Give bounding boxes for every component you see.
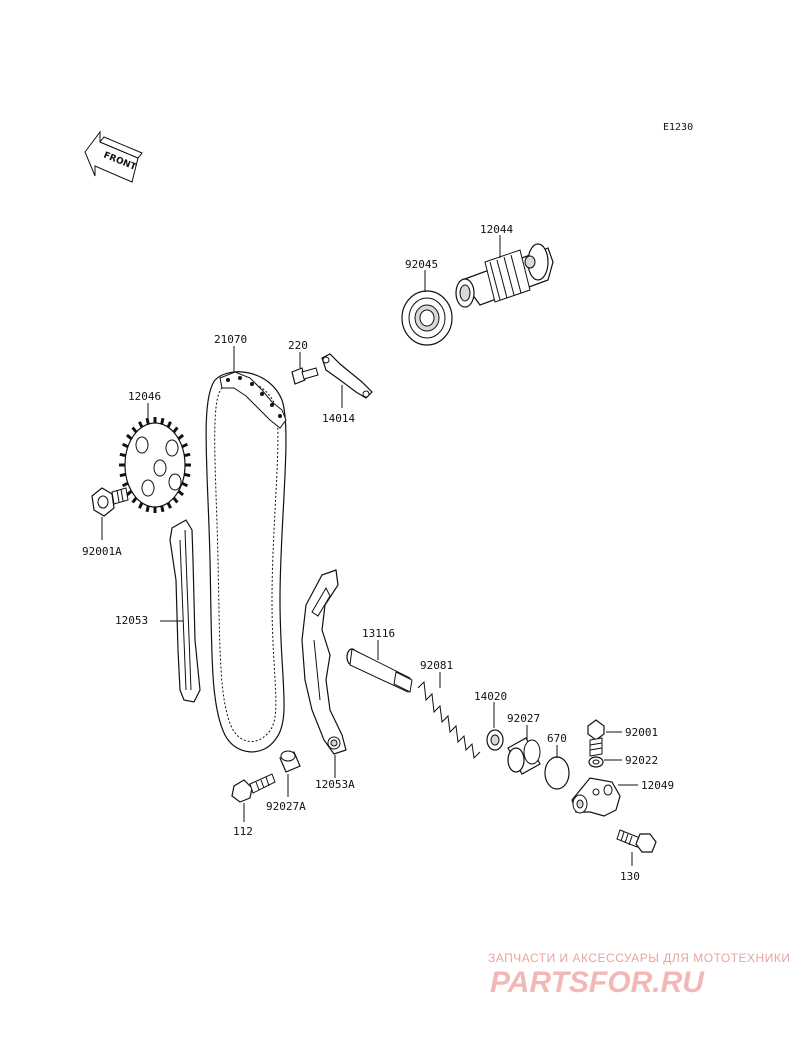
sprocket-tooth bbox=[160, 417, 165, 425]
sprocket-tooth bbox=[160, 505, 165, 513]
sprocket-tooth bbox=[125, 490, 133, 497]
label-14014: 14014 bbox=[322, 412, 355, 425]
label-21070: 21070 bbox=[214, 333, 247, 346]
bolt-92001-part bbox=[587, 719, 605, 757]
sprocket-tooth bbox=[172, 426, 179, 434]
sprocket-tooth bbox=[138, 421, 144, 428]
o-ring-part bbox=[544, 756, 570, 790]
label-14020: 14020 bbox=[474, 690, 507, 703]
label-12053: 12053 bbox=[115, 614, 148, 627]
pushrod-part bbox=[346, 648, 413, 693]
camshaft-part bbox=[455, 243, 554, 308]
sprocket-tooth bbox=[166, 421, 172, 428]
sprocket-tooth bbox=[119, 472, 127, 478]
sprocket-part bbox=[119, 417, 191, 513]
sprocket-tooth bbox=[181, 442, 189, 449]
sprocket-tooth bbox=[183, 472, 191, 478]
label-92027a: 92027A bbox=[266, 800, 306, 813]
sprocket-tooth bbox=[131, 496, 138, 504]
sprocket-tooth bbox=[125, 433, 133, 440]
sprocket-tooth bbox=[121, 442, 129, 449]
label-12053a: 12053A bbox=[315, 778, 355, 791]
cam-chain-part bbox=[205, 371, 287, 753]
sprocket-tooth bbox=[121, 481, 129, 488]
tensioner-body-part bbox=[571, 777, 621, 817]
collar-part bbox=[507, 737, 541, 775]
label-92081: 92081 bbox=[420, 659, 453, 672]
sprocket-tooth bbox=[181, 481, 189, 488]
diagram-code: E1230 bbox=[663, 122, 693, 133]
sprocket-tooth bbox=[183, 452, 191, 458]
label-92027: 92027 bbox=[507, 712, 540, 725]
label-220: 220 bbox=[288, 339, 308, 352]
label-92001a: 92001A bbox=[82, 545, 122, 558]
sprocket-tooth bbox=[119, 452, 127, 458]
label-130: 130 bbox=[620, 870, 640, 883]
ratchet-part bbox=[486, 729, 504, 751]
sprocket-tooth bbox=[172, 496, 179, 504]
tensioner-guide-part bbox=[301, 569, 347, 755]
label-13116: 13116 bbox=[362, 627, 395, 640]
bolt-220-part bbox=[291, 367, 319, 385]
chain-guide-part bbox=[169, 519, 201, 703]
bolt-130-part bbox=[616, 829, 657, 853]
watermark-brand: PARTSFOR.RU bbox=[490, 966, 705, 999]
sprocket-tooth bbox=[131, 426, 138, 434]
label-12044: 12044 bbox=[480, 223, 513, 236]
sprocket-tooth bbox=[166, 502, 172, 509]
label-670: 670 bbox=[547, 732, 567, 745]
label-12049: 12049 bbox=[641, 779, 674, 792]
label-112: 112 bbox=[233, 825, 253, 838]
label-92022: 92022 bbox=[625, 754, 658, 767]
washer-part bbox=[588, 756, 604, 768]
watermark-tagline: ЗАПЧАСТИ И АКСЕССУАРЫ ДЛЯ МОТОТЕХНИКИ bbox=[488, 951, 790, 965]
front-arrow-icon: FRONT bbox=[84, 130, 143, 183]
bolt-112-part bbox=[231, 773, 276, 803]
label-12046: 12046 bbox=[128, 390, 161, 403]
spring-part bbox=[417, 680, 481, 760]
collar-92027a-part bbox=[279, 750, 301, 773]
bolt-92001a-part bbox=[91, 487, 129, 517]
sprocket-tooth bbox=[138, 502, 144, 509]
bearing-part bbox=[401, 290, 453, 346]
label-92001: 92001 bbox=[625, 726, 658, 739]
sprocket-tooth bbox=[177, 433, 185, 440]
sprocket-tooth bbox=[145, 505, 150, 513]
sprocket-tooth bbox=[177, 490, 185, 497]
label-92045: 92045 bbox=[405, 258, 438, 271]
guide-bracket-part bbox=[321, 353, 373, 399]
